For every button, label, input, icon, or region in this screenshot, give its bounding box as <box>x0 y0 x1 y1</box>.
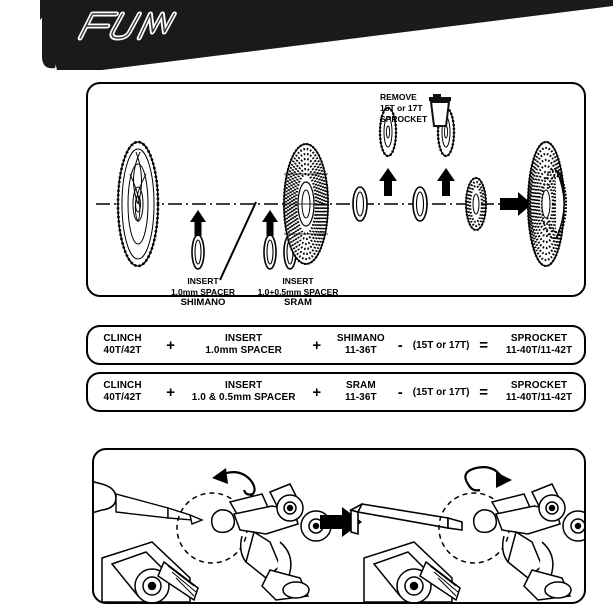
formula2-clinch-line2: 40T/42T <box>103 392 142 403</box>
formula2-brand-line2: 11-36T <box>344 392 377 403</box>
insert-shimano-label: INSERT 1,0mm SPACER SHIMANO <box>148 276 258 309</box>
spacer-sram-icon-1 <box>263 234 277 270</box>
clinch-sprocket-icon <box>116 140 160 268</box>
rear-derailleur-icon-left <box>210 483 332 601</box>
formula1-brand-line2: 11-36T <box>344 345 377 356</box>
insert-sram-label: INSERT 1,0+0,5mm SPACER SRAM <box>238 276 358 309</box>
formula1-result-line2: 11-40T/11-42T <box>505 345 573 356</box>
small-sprocket-group-icon <box>464 176 488 232</box>
left-step-group <box>94 468 332 602</box>
formula1-clinch: CLINCH 40T/42T <box>88 333 157 357</box>
insert-arrow-shimano-icon <box>190 210 206 236</box>
formula1-clinch-line1: CLINCH <box>103 333 142 344</box>
spacer-shimano-icon <box>191 234 205 270</box>
formula1-operator-minus: - <box>397 336 403 354</box>
formula2-operator-equals: = <box>479 383 489 401</box>
exploded-view-panel: REMOVE 15T or 17T SPROCKET INSERT 1,0mm … <box>86 82 586 308</box>
formula1-insert-line1: INSERT <box>225 333 263 344</box>
variant-divider <box>219 201 257 281</box>
rotate-cw-arrow-icon <box>464 466 512 492</box>
shimano-insert-line2: 1,0mm SPACER <box>170 286 236 297</box>
formula2-insert: INSERT 1.0 & 0.5mm SPACER <box>184 380 303 404</box>
derailleur-adjust-panel <box>92 448 586 604</box>
formula1-removed-sprocket: (15T or 17T) <box>412 339 470 351</box>
formula2-insert-line2: 1.0 & 0.5mm SPACER <box>191 392 296 403</box>
formula2-result-line2: 11-40T/11-42T <box>505 392 573 403</box>
cassette-cog-icon-left <box>101 541 199 602</box>
formula-row-shimano: CLINCH 40T/42T + INSERT 1.0mm SPACER + S… <box>86 325 586 365</box>
formula2-removed-sprocket: (15T or 17T) <box>412 386 470 398</box>
remove-sprocket-label: REMOVE 15T or 17T SPROCKET <box>380 92 472 125</box>
sram-insert-line1: INSERT <box>282 276 314 286</box>
formula2-insert-line1: INSERT <box>225 380 263 391</box>
removed-sprocket-icon-1 <box>378 106 398 158</box>
remove-arrow-icon-2 <box>437 168 455 196</box>
formula1-operator-plus-2: + <box>312 336 322 354</box>
formula2-operator-plus-2: + <box>312 383 322 401</box>
cassette-cog-icon-right <box>363 541 461 602</box>
formula1-insert-line2: 1.0mm SPACER <box>205 345 282 356</box>
trash-can-icon <box>429 94 451 127</box>
derailleur-steps-svg <box>94 466 584 602</box>
formula-row-sram: CLINCH 40T/42T + INSERT 1.0 & 0.5mm SPAC… <box>86 372 586 412</box>
hex-key-icon <box>348 503 463 536</box>
remove-label-line2: 15T or 17T <box>380 103 423 113</box>
shimano-brand-label: SHIMANO <box>180 297 226 308</box>
formula1-operator-plus-1: + <box>166 336 176 354</box>
formula2-clinch-line1: CLINCH <box>103 380 142 391</box>
formula1-result: SPROCKET 11-40T/11-42T <box>494 333 584 357</box>
formula1-result-line1: SPROCKET <box>510 333 568 344</box>
formula1-brand-line1: SHIMANO <box>336 333 385 344</box>
shimano-insert-line1: INSERT <box>187 276 219 286</box>
right-step-group <box>348 466 584 602</box>
formula2-result: SPROCKET 11-40T/11-42T <box>494 380 584 404</box>
assembled-cassette-icon <box>526 140 567 268</box>
formula2-clinch: CLINCH 40T/42T <box>88 380 157 404</box>
cassette-stack-icon <box>282 142 330 266</box>
formula1-insert: INSERT 1.0mm SPACER <box>184 333 303 357</box>
rotate-ccw-arrow-icon <box>212 468 256 497</box>
ring-spacer-icon-2 <box>412 186 428 222</box>
remove-label-line1: REMOVE <box>380 92 417 102</box>
remove-label-line3: SPROCKET <box>380 114 428 124</box>
formula2-operator-plus-1: + <box>166 383 176 401</box>
result-arrow-icon <box>500 192 532 216</box>
formula1-clinch-line2: 40T/42T <box>103 345 142 356</box>
insert-arrow-sram-icon <box>262 210 278 236</box>
ring-spacer-icon-1 <box>352 186 368 222</box>
sram-insert-line2: 1,0+0,5mm SPACER <box>257 286 339 297</box>
formula2-brand-line1: SRAM <box>345 380 376 391</box>
formula2-result-line1: SPROCKET <box>510 380 568 391</box>
rear-derailleur-icon-right <box>472 483 584 601</box>
brand-banner <box>0 0 613 70</box>
sram-brand-label: SRAM <box>284 297 312 308</box>
funn-logo <box>72 6 192 46</box>
formula1-brand: SHIMANO 11-36T <box>330 333 391 357</box>
exploded-diagram-svg <box>96 106 567 281</box>
formula2-brand: SRAM 11-36T <box>330 380 391 404</box>
formula1-operator-equals: = <box>479 336 489 354</box>
formula2-operator-minus: - <box>397 383 403 401</box>
screwdriver-icon <box>94 481 204 525</box>
remove-arrow-icon-1 <box>379 168 397 196</box>
